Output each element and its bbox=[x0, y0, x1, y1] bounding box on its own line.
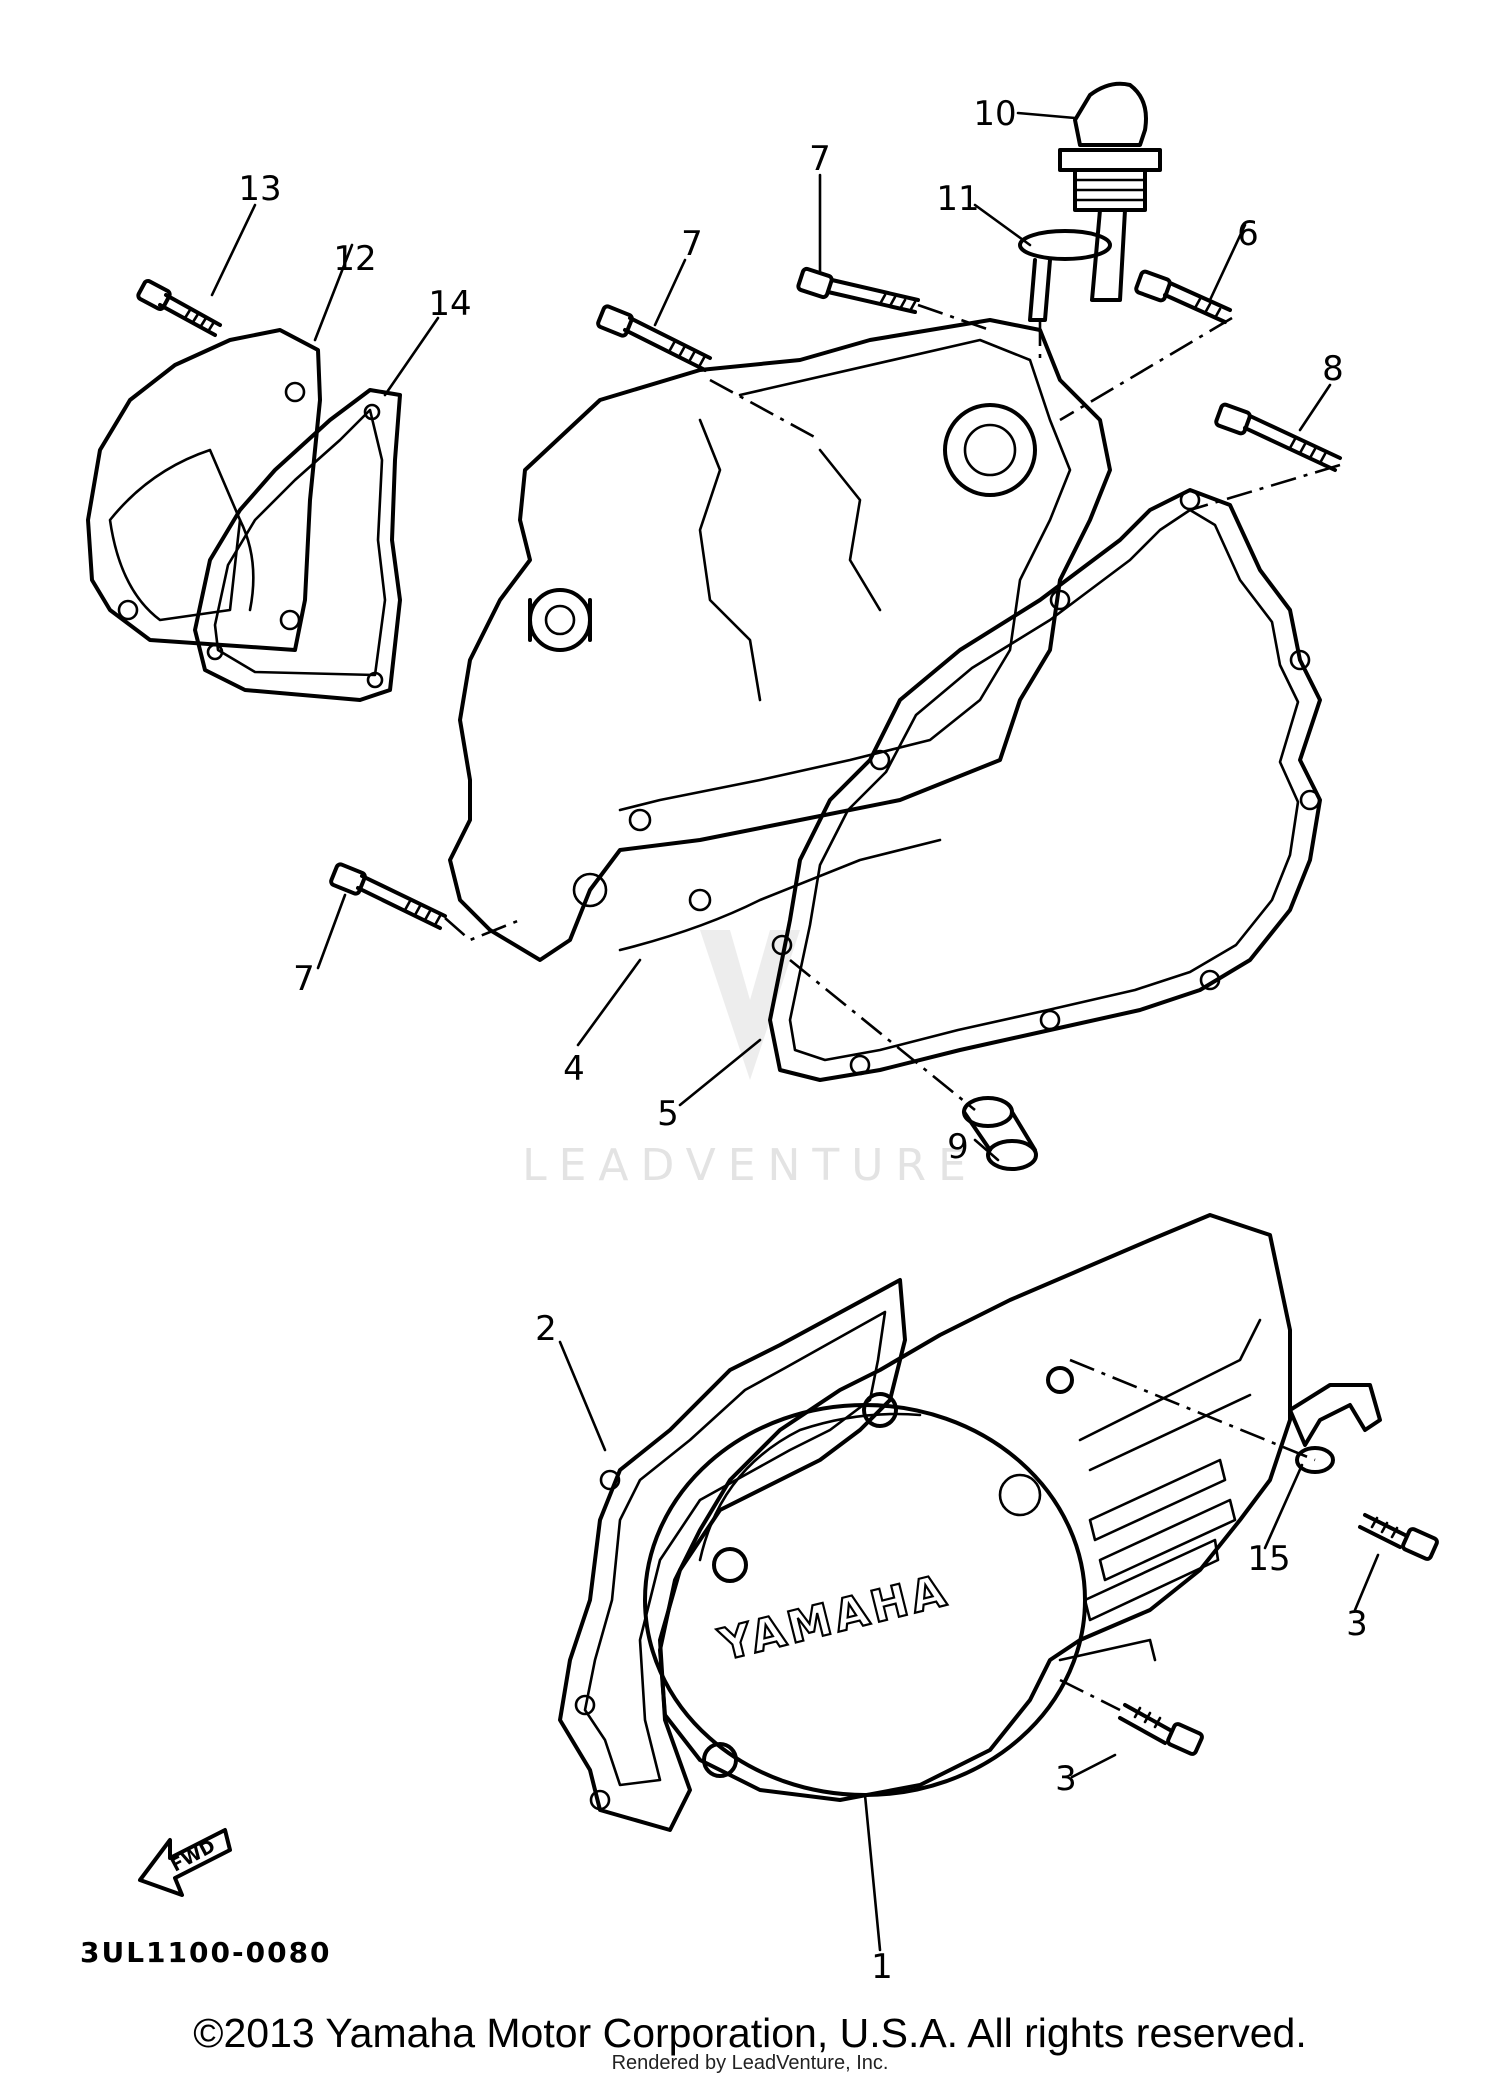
callout-5: 5 bbox=[657, 1094, 679, 1134]
callout-7-top: 7 bbox=[809, 139, 831, 179]
watermark-text: LEADVENTURE bbox=[522, 1140, 978, 1191]
callout-3-lower: 3 bbox=[1055, 1759, 1077, 1799]
callout-6: 6 bbox=[1237, 214, 1259, 254]
fwd-arrow: FWD bbox=[138, 1828, 232, 1897]
callout-4: 4 bbox=[563, 1049, 585, 1089]
assembly-line bbox=[1059, 1678, 1121, 1712]
callout-7-lower: 7 bbox=[293, 959, 315, 999]
part-15-clamp bbox=[1288, 1383, 1382, 1474]
diagram-code: 3UL1100-0080 bbox=[80, 1936, 332, 1969]
assembly-line bbox=[917, 303, 991, 332]
assembly-line bbox=[444, 917, 521, 942]
callout-12: 12 bbox=[333, 239, 376, 279]
assembly-line bbox=[789, 958, 976, 1112]
callout-13: 13 bbox=[238, 169, 281, 209]
part-7-bolt-top bbox=[796, 266, 920, 314]
callout-9: 9 bbox=[947, 1127, 969, 1167]
assembly-line bbox=[1059, 316, 1233, 422]
part-7-bolt-left bbox=[596, 304, 712, 372]
part-1-cover: YAMAHA bbox=[643, 1213, 1292, 1802]
assembly-line bbox=[1189, 463, 1341, 512]
callout-1: 1 bbox=[871, 1947, 893, 1987]
part-5-large-gasket bbox=[768, 488, 1322, 1082]
part-3-bolt-lower bbox=[1118, 1703, 1204, 1756]
callout-15: 15 bbox=[1247, 1539, 1290, 1579]
part-7-bolt-lower bbox=[329, 862, 447, 930]
callout-numbers: 10 11 7 7 6 8 13 12 14 7 4 5 9 2 15 3 3 … bbox=[238, 94, 1367, 1987]
part-13-bolt bbox=[136, 279, 222, 337]
rendered-by-text: Rendered by LeadVenture, Inc. bbox=[611, 2052, 889, 2074]
callout-10: 10 bbox=[973, 94, 1016, 134]
copyright-text: ©2013 Yamaha Motor Corporation, U.S.A. A… bbox=[193, 2010, 1307, 2056]
watermark-logo bbox=[700, 930, 800, 1080]
part-3-bolt-upper bbox=[1358, 1513, 1439, 1561]
callout-14: 14 bbox=[428, 284, 471, 324]
callout-11: 11 bbox=[936, 179, 979, 219]
callout-7-left: 7 bbox=[681, 224, 703, 264]
part-14-gasket bbox=[193, 388, 402, 702]
cover-brand-text: YAMAHA bbox=[714, 1565, 955, 1671]
part-11-o-ring bbox=[1018, 229, 1112, 322]
part-6-bolt bbox=[1134, 269, 1232, 324]
part-9-dowel-pin bbox=[962, 1096, 1038, 1171]
assembly-line bbox=[1069, 1358, 1316, 1462]
part-8-bolt bbox=[1214, 402, 1342, 472]
assembly-line bbox=[709, 378, 821, 442]
leader-lines bbox=[210, 111, 1380, 1952]
callout-2: 2 bbox=[535, 1309, 557, 1349]
part-4-crankcase-cover bbox=[448, 318, 1112, 962]
part-10-filler-cap bbox=[1058, 81, 1162, 302]
callout-8: 8 bbox=[1322, 349, 1344, 389]
callout-3-upper: 3 bbox=[1346, 1604, 1368, 1644]
